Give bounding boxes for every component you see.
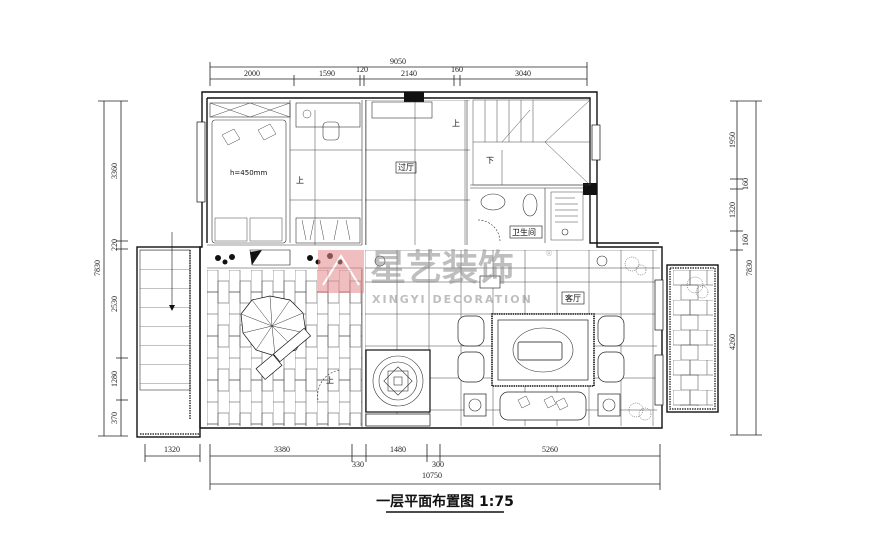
drawing-title: 一层平面布置图 1:75 <box>376 493 514 510</box>
dim-top: 2140 <box>401 69 417 78</box>
dim-left-total: 7830 <box>93 260 102 276</box>
dim-bottom-total: 10750 <box>422 471 442 480</box>
dim-top: 1590 <box>319 69 335 78</box>
dim-right: 1320 <box>728 202 737 218</box>
wardrobe <box>209 102 291 118</box>
stair-down-label: 下 <box>486 156 494 165</box>
main-stairs <box>472 99 591 186</box>
washbasin <box>480 193 506 211</box>
bed <box>211 119 287 244</box>
bookshelf <box>295 217 361 244</box>
bed-height-note: h=450mm <box>230 169 267 177</box>
chair <box>322 121 340 141</box>
dim-bottom: 1480 <box>390 445 406 454</box>
dim-bottom: 1320 <box>164 445 180 454</box>
right-dimensions: 1950 160 1320 160 7830 4260 <box>728 100 762 436</box>
dim-left: 1280 <box>110 371 119 387</box>
dim-top-total: 9050 <box>390 57 406 66</box>
stair-up-label: 上 <box>296 176 304 185</box>
dim-top: 120 <box>356 65 368 74</box>
balcony-floor <box>673 270 713 406</box>
room-label-hall: 过厅 <box>398 162 414 172</box>
left-stair-block <box>136 246 201 438</box>
dim-right-total: 7830 <box>745 260 754 276</box>
brand-name-en: XINGYI DECORATION <box>372 293 533 306</box>
dim-bottom: 300 <box>432 460 444 469</box>
dim-left: 3360 <box>110 163 119 179</box>
dim-top: 2000 <box>244 69 260 78</box>
umbrella-table <box>240 295 312 380</box>
dim-bottom: 330 <box>352 460 364 469</box>
registered-mark: ® <box>545 249 553 258</box>
study-floor <box>290 110 362 245</box>
rug <box>491 313 595 387</box>
dim-top: 160 <box>451 65 463 74</box>
dim-bottom: 5260 <box>542 445 558 454</box>
balcony <box>666 264 719 413</box>
dining-chairs <box>457 315 625 383</box>
stair-up-label: 上 <box>452 119 460 128</box>
top-dimensions: 9050 2000 1590 120 2140 160 3040 <box>209 57 588 86</box>
left-stairs <box>139 249 191 391</box>
room-label-bathroom: 卫生间 <box>512 227 536 237</box>
toilet <box>522 193 538 217</box>
floor-medallion <box>365 349 431 413</box>
dim-right: 160 <box>741 234 750 246</box>
hall-floor <box>365 100 470 245</box>
bottom-dimensions: 1320 3380 330 1480 300 5260 10750 <box>144 444 661 490</box>
dim-bottom: 3380 <box>274 445 290 454</box>
left-dimensions: 7830 3360 220 2530 1280 370 <box>93 100 128 437</box>
coffee-table <box>517 341 563 361</box>
shower <box>550 191 584 241</box>
dim-top: 3040 <box>515 69 531 78</box>
dim-right: 160 <box>741 178 750 190</box>
dim-right: 1950 <box>728 132 737 148</box>
watermark: 星艺装饰 ® XINGYI DECORATION <box>318 248 553 306</box>
room-label-living: 客厅 <box>565 293 581 303</box>
sofa <box>499 391 587 421</box>
dim-left: 370 <box>110 412 119 424</box>
dim-left: 220 <box>110 239 119 251</box>
brand-name-cn: 星艺装饰 <box>370 248 514 289</box>
dim-right: 4260 <box>728 334 737 350</box>
dim-left: 2530 <box>110 296 119 312</box>
stair-up-label: 上 <box>326 376 334 385</box>
